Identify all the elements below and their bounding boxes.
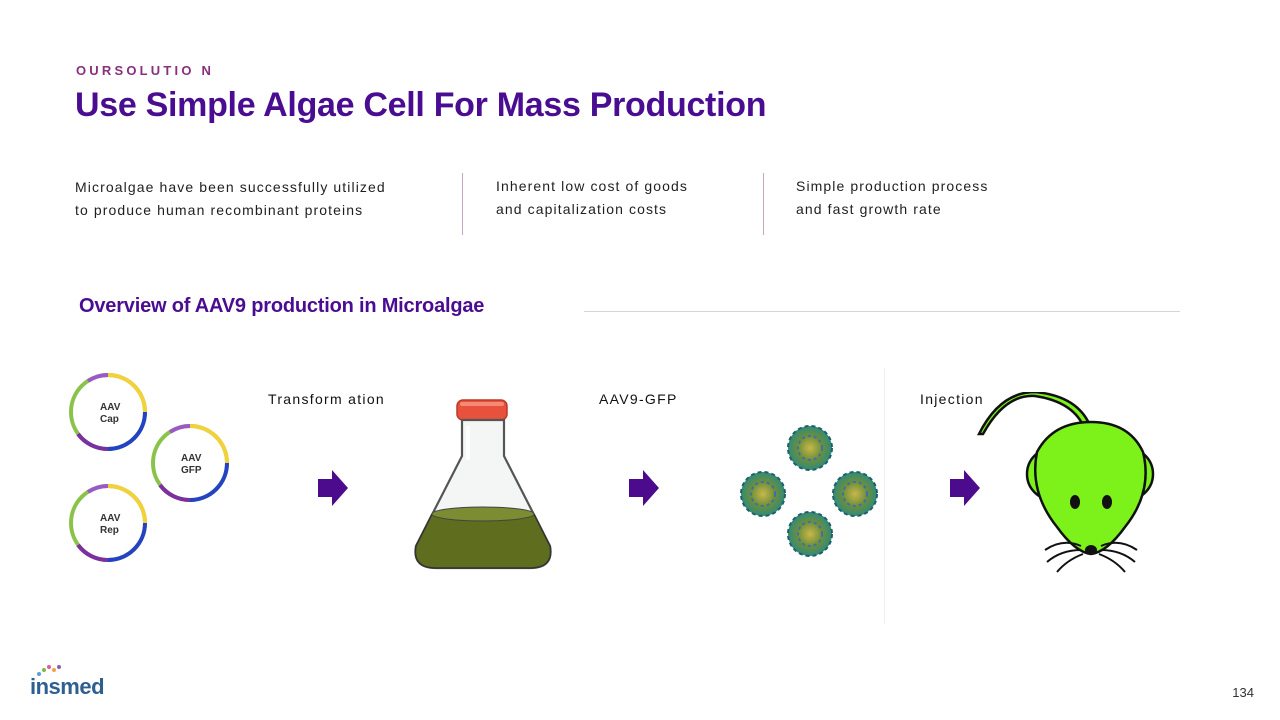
key-point-1: Microalgae have been successfully utiliz… bbox=[75, 179, 386, 218]
culture-flask-illustration bbox=[408, 396, 558, 576]
virus-particle-icon bbox=[787, 425, 833, 471]
section-eyebrow: OURSOLUTIO N bbox=[76, 63, 215, 78]
process-arrow-icon bbox=[629, 470, 659, 506]
plasmid-gfp-line1: AAV bbox=[181, 453, 202, 464]
process-arrow-icon bbox=[950, 470, 980, 506]
key-point-2: Inherent low cost of goods and capitaliz… bbox=[496, 178, 689, 217]
plasmid-gfp-line2: GFP bbox=[181, 465, 202, 476]
plasmid-rep-line2: Rep bbox=[100, 525, 119, 536]
plasmid-rep: AAV Rep bbox=[69, 484, 147, 563]
plasmid-cap-line1: AAV bbox=[100, 402, 121, 413]
point-divider bbox=[763, 173, 764, 235]
process-arrow-icon bbox=[318, 470, 348, 506]
virus-particle-icon bbox=[832, 471, 878, 517]
company-logo: insmed bbox=[30, 665, 105, 700]
aav9-virus-particles-illustration bbox=[735, 422, 885, 562]
logo-text: insmed bbox=[30, 674, 105, 699]
image-divider bbox=[884, 368, 885, 624]
plasmid-group: AAV Cap AAV GFP AAV Rep bbox=[60, 365, 260, 575]
step-label-transformation: Transform ation bbox=[268, 391, 386, 407]
plasmid-cap-line2: Cap bbox=[100, 414, 119, 425]
virus-particle-icon bbox=[740, 471, 786, 517]
overview-title: Overview of AAV9 production in Microalga… bbox=[79, 295, 485, 317]
green-mouse-illustration bbox=[975, 390, 1155, 577]
point-divider bbox=[462, 173, 463, 235]
virus-particle-icon bbox=[787, 511, 833, 557]
page-number: 134 bbox=[1232, 685, 1254, 700]
slide-title: Use Simple Algae Cell For Mass Productio… bbox=[75, 86, 767, 124]
key-point-3: Simple production process and fast growt… bbox=[796, 178, 989, 217]
plasmid-rep-line1: AAV bbox=[100, 513, 121, 524]
plasmid-cap: AAV Cap bbox=[69, 373, 147, 452]
plasmid-gfp: AAV GFP bbox=[151, 424, 229, 503]
step-label-aav9-gfp: AAV9-GFP bbox=[599, 391, 678, 407]
step-label-injection: Injection bbox=[920, 391, 984, 407]
overview-rule bbox=[584, 311, 1180, 312]
